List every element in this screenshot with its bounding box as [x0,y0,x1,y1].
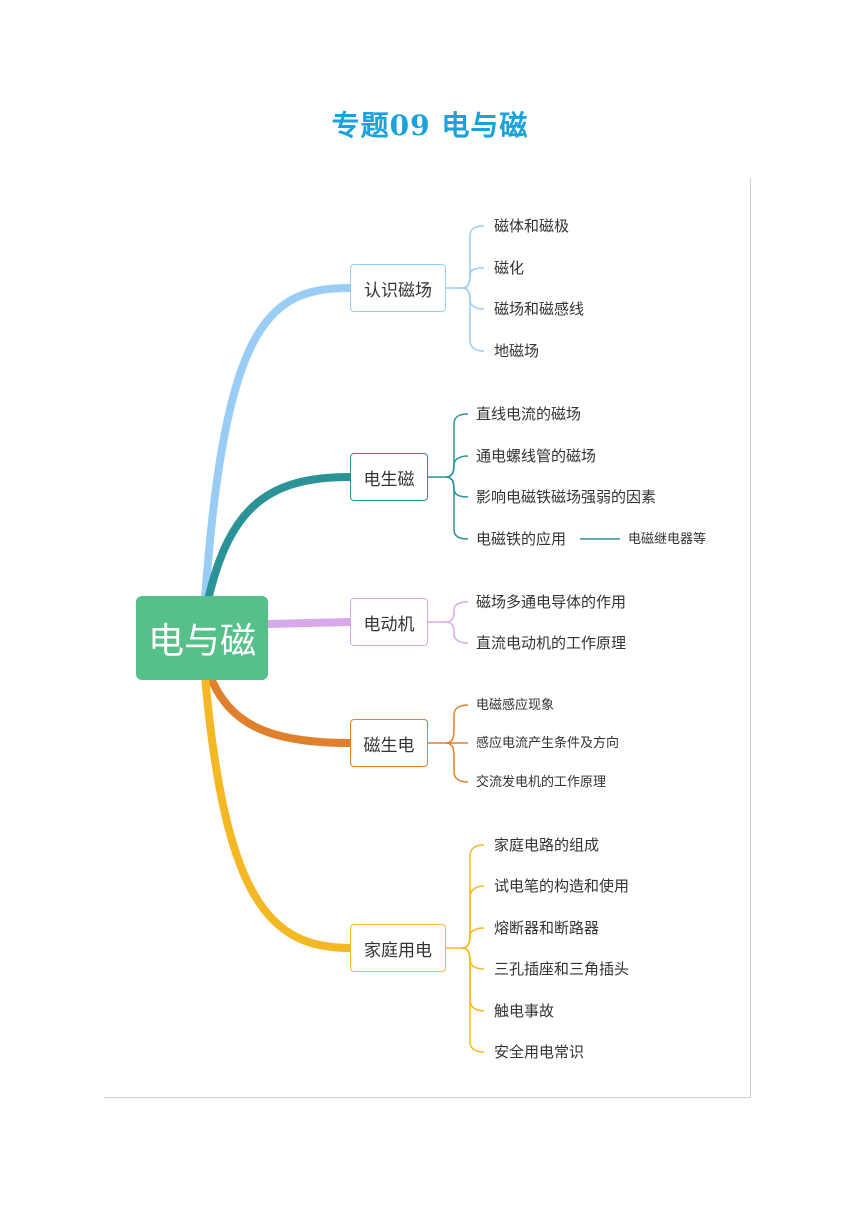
connector-root-branch-2 [204,473,354,604]
page-title: 专题09 电与磁 [331,109,529,142]
leaf-node: 电磁铁的应用 [476,530,567,548]
frame-right-border [750,178,751,1098]
mindmap-root: 电与磁 [136,596,268,680]
sub-leaf-node: 电磁继电器等 [628,532,707,547]
leaf-node: 触电事故 [494,1002,555,1020]
leaf-node: 通电螺线管的磁场 [476,447,597,465]
connector-root-branch-1 [201,284,354,604]
connector-root-branch-3 [264,618,354,628]
leaf-node: 地磁场 [494,342,540,360]
leaf-node: 磁化 [494,259,525,277]
branch-node-1: 认识磁场 [350,264,446,312]
branch-node-3: 电动机 [350,598,428,646]
leaf-node: 三孔插座和三角插头 [494,960,630,978]
leaf-node: 家庭电路的组成 [494,836,600,854]
leaf-node: 试电笔的构造和使用 [494,877,630,895]
leaf-node: 安全用电常识 [494,1043,585,1061]
leaf-node: 影响电磁铁磁场强弱的因素 [476,488,657,506]
bracket-branch-1 [446,225,485,352]
bracket-branch-2 [428,413,620,540]
leaf-node: 磁场多通电导体的作用 [476,593,627,611]
leaf-node: 交流发电机的工作原理 [476,775,607,790]
leaf-node: 直流电动机的工作原理 [476,634,627,652]
connector-root-branch-4 [206,672,354,747]
bracket-branch-5 [446,844,485,1053]
leaf-node: 感应电流产生条件及方向 [476,736,620,751]
bracket-branch-3 [428,601,469,644]
leaf-node: 直线电流的磁场 [476,405,582,423]
frame-bottom-border [104,1097,751,1098]
branch-node-2: 电生磁 [350,453,428,501]
branch-node-4: 磁生电 [350,719,428,767]
leaf-node: 磁场和磁感线 [494,300,585,318]
connector-root-branch-5 [201,672,354,952]
branch-node-5: 家庭用电 [350,924,446,972]
leaf-node: 电磁感应现象 [476,698,555,713]
leaf-node: 磁体和磁极 [494,217,570,235]
leaf-node: 熔断器和断路器 [494,919,600,937]
bracket-branch-4 [428,704,469,783]
